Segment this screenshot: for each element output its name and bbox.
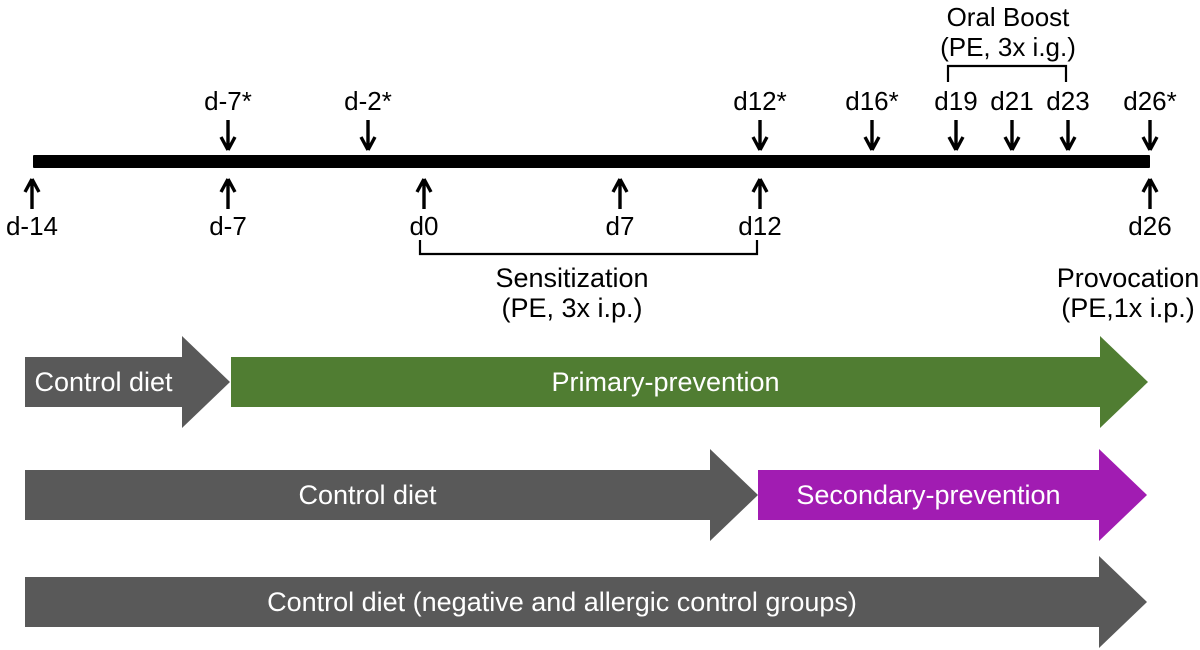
timeline-label-above-d-2: d-2* (344, 86, 392, 116)
down-arrow-icon-d-2 (358, 119, 378, 153)
timeline-label-below-d0: d0 (409, 211, 439, 241)
timeline-label-below-d26: d26 (1128, 211, 1172, 241)
arrowhead-icon-control-diet-negative-and-allergic-control-groups (1099, 556, 1147, 648)
group-arrow-label: Control diet (298, 479, 437, 510)
group-arrow-primary-prevention: Primary-prevention (231, 357, 1100, 407)
down-arrow-icon-d21 (1002, 119, 1022, 153)
up-arrow-icon-d12 (750, 176, 770, 210)
timeline-label-above-d16: d16* (845, 86, 899, 116)
sensitization-line1: Sensitization (495, 263, 649, 293)
timeline-label-above-d23: d23 (1046, 86, 1090, 116)
down-arrow-icon-d26 (1140, 119, 1160, 153)
sensitization-bracket (418, 240, 759, 256)
down-arrow-icon-d-7 (218, 119, 238, 153)
provocation-line1: Provocation (1056, 263, 1200, 293)
timeline-label-below-d-7: d-7 (209, 211, 247, 241)
oral-boost-line1: Oral Boost (946, 2, 1070, 32)
down-arrow-icon-d23 (1058, 119, 1078, 153)
group-arrow-control-diet: Control diet (25, 470, 710, 520)
group-arrow-label: Control diet (34, 366, 173, 397)
sensitization-line2: (PE, 3x i.p.) (501, 293, 643, 323)
up-arrow-icon-d-7 (218, 176, 238, 210)
provocation-caption: Provocation (PE,1x i.p.) (1018, 263, 1200, 323)
group-arrow-label: Control diet (negative and allergic cont… (267, 586, 857, 617)
down-arrow-icon-d19 (946, 119, 966, 153)
oral-boost-bracket (946, 64, 1068, 82)
group-arrow-label: Secondary-prevention (796, 479, 1061, 510)
timeline-label-above-d21: d21 (990, 86, 1034, 116)
timeline-label-above-d12: d12* (733, 86, 787, 116)
timeline-axis (33, 155, 1150, 168)
group-arrow-label: Primary-prevention (551, 366, 780, 397)
timeline-label-above-d19: d19 (934, 86, 978, 116)
oral-boost-line2: (PE, 3x i.g.) (940, 32, 1076, 62)
down-arrow-icon-d16 (862, 119, 882, 153)
timeline-label-above-d26: d26* (1123, 86, 1177, 116)
timeline-label-below-d-14: d-14 (5, 211, 59, 241)
timeline-label-above-d-7: d-7* (204, 86, 252, 116)
down-arrow-icon-d12 (750, 119, 770, 153)
arrowhead-icon-control-diet (710, 449, 758, 541)
arrowhead-icon-control-diet (182, 336, 230, 428)
arrowhead-icon-secondary-prevention (1099, 449, 1147, 541)
sensitization-caption: Sensitization (PE, 3x i.p.) (422, 263, 722, 323)
timeline-label-below-d7: d7 (605, 211, 635, 241)
up-arrow-icon-d26 (1140, 176, 1160, 210)
arrowhead-icon-primary-prevention (1100, 336, 1148, 428)
up-arrow-icon-d-14 (22, 176, 42, 210)
group-arrow-secondary-prevention: Secondary-prevention (758, 470, 1099, 520)
group-arrow-control-diet: Control diet (25, 357, 182, 407)
oral-boost-caption: Oral Boost (PE, 3x i.g.) (858, 2, 1158, 62)
timeline-label-below-d12: d12 (738, 211, 782, 241)
provocation-line2: (PE,1x i.p.) (1061, 293, 1195, 323)
up-arrow-icon-d7 (610, 176, 630, 210)
up-arrow-icon-d0 (414, 176, 434, 210)
group-arrow-control-diet-negative-and-allergic-control-groups: Control diet (negative and allergic cont… (25, 577, 1099, 627)
